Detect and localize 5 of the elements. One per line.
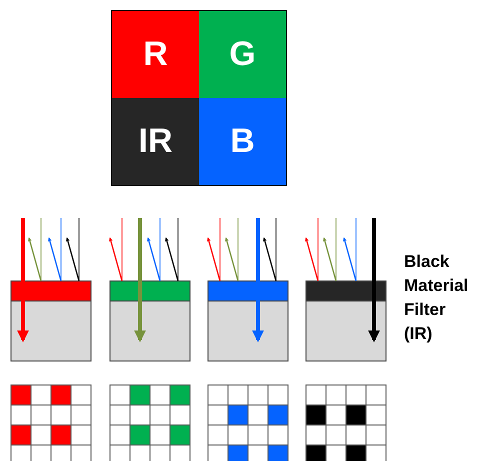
filter-square: IR <box>112 98 199 185</box>
filter-note: Black Material Filter (IR) <box>404 251 470 345</box>
filter-square: R <box>112 11 199 98</box>
filter-square: G <box>199 11 286 98</box>
filter-square: B <box>199 98 286 185</box>
